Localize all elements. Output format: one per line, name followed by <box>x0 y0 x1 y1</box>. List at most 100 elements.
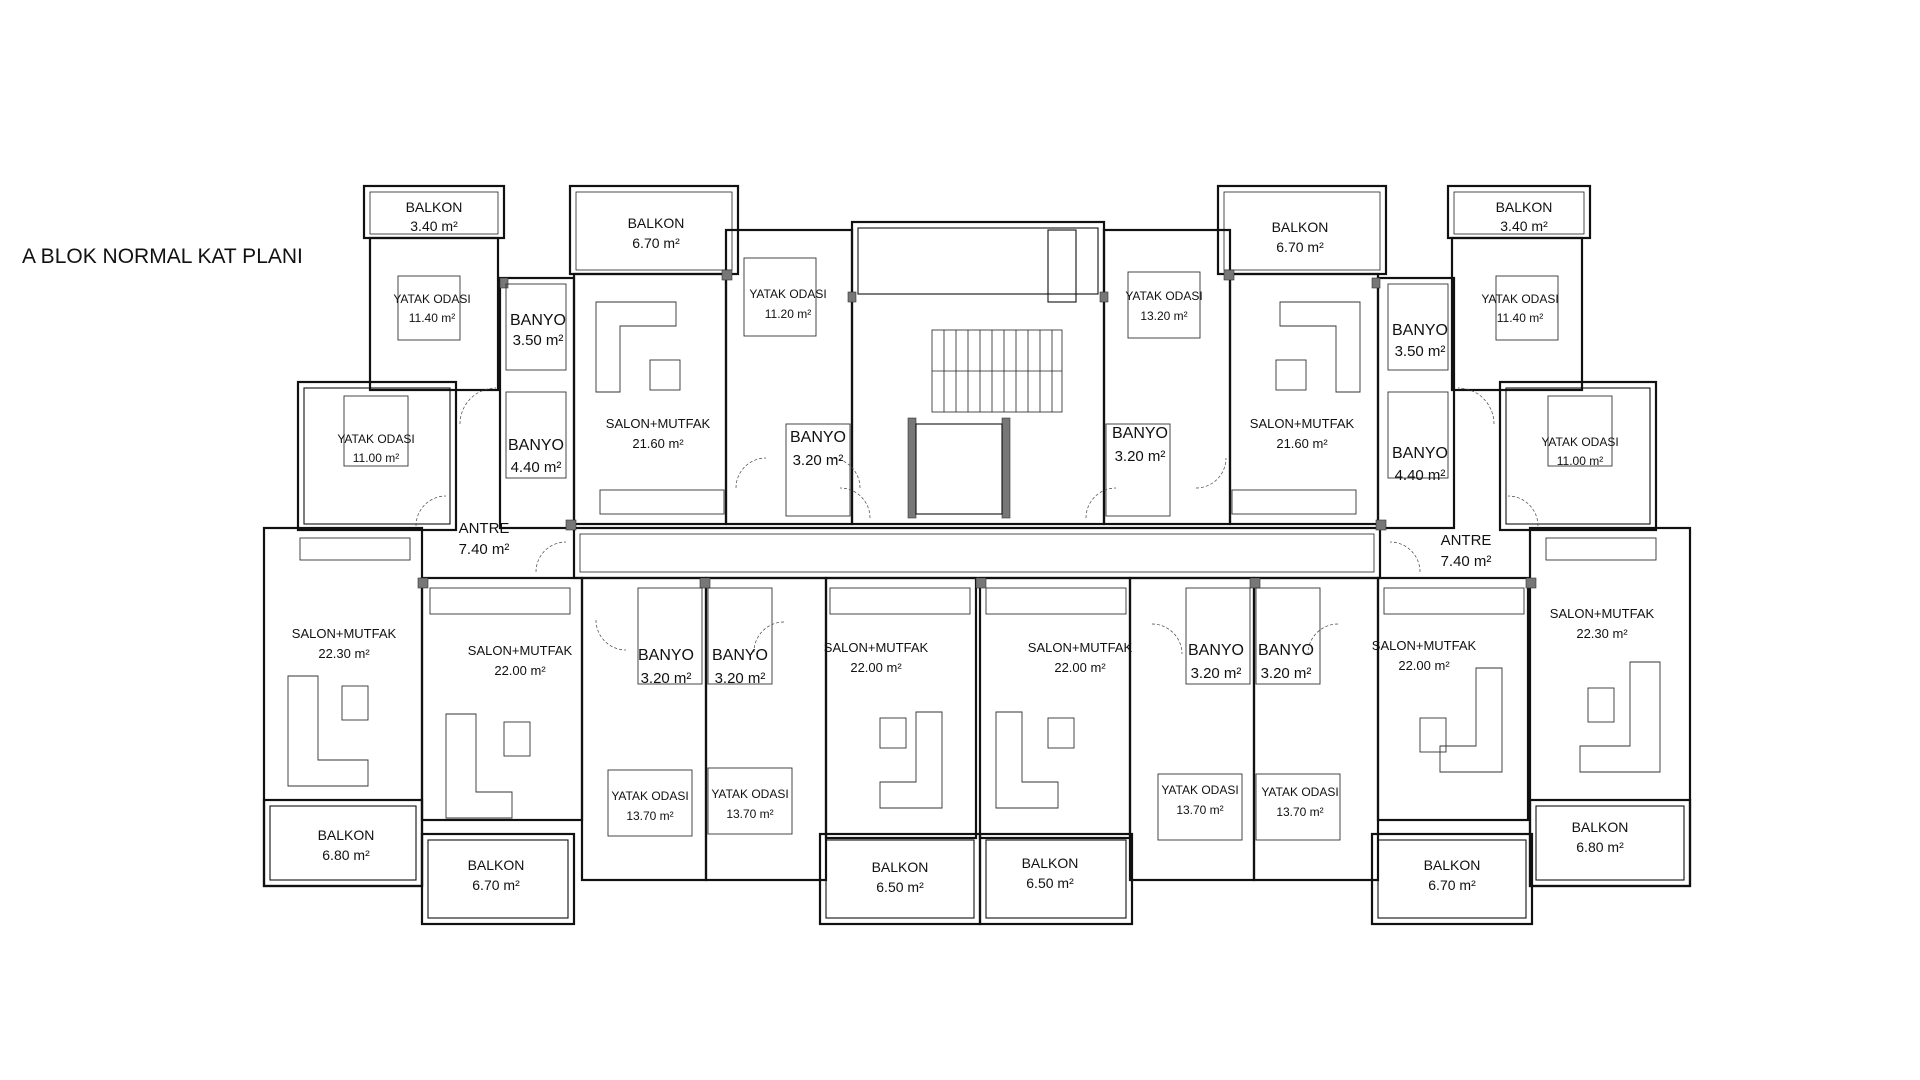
room-yatak-odasi: YATAK ODASI 11.00 m² <box>1541 435 1618 468</box>
room-yatak-odasi: YATAK ODASI 13.20 m² <box>1125 289 1202 323</box>
svg-text:3.40 m²: 3.40 m² <box>1500 218 1548 234</box>
svg-text:ANTRE: ANTRE <box>1441 532 1492 549</box>
svg-text:7.40 m²: 7.40 m² <box>459 541 510 558</box>
svg-text:ANTRE: ANTRE <box>459 520 510 537</box>
room-labels: BALKON 3.40 m² BALKON 6.70 m² BALKON 6.70 m… <box>292 199 1655 895</box>
svg-text:3.40 m²: 3.40 m² <box>410 218 458 234</box>
svg-text:YATAK ODASI: YATAK ODASI <box>1161 783 1238 797</box>
svg-text:YATAK ODASI: YATAK ODASI <box>337 432 414 446</box>
svg-text:22.00 m²: 22.00 m² <box>850 660 902 675</box>
svg-text:BANYO: BANYO <box>790 429 846 446</box>
svg-text:22.30 m²: 22.30 m² <box>318 646 370 661</box>
room-salon-mutfak: SALON+MUTFAK 22.00 m² <box>1372 638 1477 673</box>
svg-text:6.80 m²: 6.80 m² <box>322 847 370 863</box>
svg-text:BANYO: BANYO <box>712 647 768 664</box>
svg-text:13.20 m²: 13.20 m² <box>1140 309 1187 323</box>
svg-text:YATAK ODASI: YATAK ODASI <box>1261 785 1338 799</box>
svg-text:SALON+MUTFAK: SALON+MUTFAK <box>1250 416 1355 431</box>
svg-text:6.70 m²: 6.70 m² <box>1276 239 1324 255</box>
room-salon-mutfak: SALON+MUTFAK 21.60 m² <box>1250 416 1355 451</box>
svg-text:22.30 m²: 22.30 m² <box>1576 626 1628 641</box>
svg-text:13.70 m²: 13.70 m² <box>626 809 673 823</box>
svg-text:13.70 m²: 13.70 m² <box>1176 803 1223 817</box>
svg-text:4.40 m²: 4.40 m² <box>1395 467 1446 484</box>
svg-text:11.20 m²: 11.20 m² <box>765 307 811 321</box>
svg-text:YATAK ODASI: YATAK ODASI <box>1125 289 1202 303</box>
svg-text:BALKON: BALKON <box>872 859 929 875</box>
svg-text:BALKON: BALKON <box>1022 855 1079 871</box>
svg-text:22.00 m²: 22.00 m² <box>494 663 546 678</box>
svg-text:SALON+MUTFAK: SALON+MUTFAK <box>1372 638 1477 653</box>
svg-text:22.00 m²: 22.00 m² <box>1054 660 1106 675</box>
door-swings <box>415 387 1539 655</box>
room-salon-mutfak: SALON+MUTFAK 21.60 m² <box>606 416 711 451</box>
svg-text:3.20 m²: 3.20 m² <box>715 670 766 687</box>
room-salon-mutfak: SALON+MUTFAK 22.00 m² <box>824 640 929 675</box>
room-banyo: BANYO 3.20 m² <box>1258 642 1314 682</box>
staircase <box>915 229 1077 515</box>
svg-text:SALON+MUTFAK: SALON+MUTFAK <box>606 416 711 431</box>
svg-text:BALKON: BALKON <box>1272 219 1329 235</box>
svg-text:BANYO: BANYO <box>1188 642 1244 659</box>
svg-text:BANYO: BANYO <box>1392 322 1448 339</box>
room-yatak-odasi: YATAK ODASI 13.70 m² <box>711 787 788 821</box>
structural-columns <box>417 269 1537 589</box>
svg-text:11.00 m²: 11.00 m² <box>353 451 399 465</box>
svg-text:YATAK ODASI: YATAK ODASI <box>611 789 688 803</box>
svg-text:6.80 m²: 6.80 m² <box>1576 839 1624 855</box>
svg-text:21.60 m²: 21.60 m² <box>632 436 684 451</box>
svg-text:11.40 m²: 11.40 m² <box>1497 311 1543 325</box>
svg-text:YATAK ODASI: YATAK ODASI <box>711 787 788 801</box>
svg-text:BALKON: BALKON <box>1572 819 1629 835</box>
svg-text:BANYO: BANYO <box>510 312 566 329</box>
svg-text:BALKON: BALKON <box>1424 857 1481 873</box>
svg-text:SALON+MUTFAK: SALON+MUTFAK <box>292 626 397 641</box>
plan-title: A BLOK NORMAL KAT PLANI <box>22 245 303 268</box>
room-yatak-odasi: YATAK ODASI 13.70 m² <box>1261 785 1338 819</box>
svg-text:BANYO: BANYO <box>1392 445 1448 462</box>
svg-text:YATAK ODASI: YATAK ODASI <box>1541 435 1618 449</box>
svg-text:BALKON: BALKON <box>318 827 375 843</box>
room-yatak-odasi: YATAK ODASI 13.70 m² <box>1161 783 1238 817</box>
svg-text:21.60 m²: 21.60 m² <box>1276 436 1328 451</box>
room-banyo: BANYO 3.20 m² <box>712 647 768 687</box>
svg-text:6.70 m²: 6.70 m² <box>472 877 520 893</box>
room-balkon: BALKON 6.70 m² <box>628 215 685 251</box>
svg-text:YATAK ODASI: YATAK ODASI <box>1481 292 1558 306</box>
svg-text:YATAK ODASI: YATAK ODASI <box>393 292 470 306</box>
room-banyo: BANYO 3.20 m² <box>1188 642 1244 682</box>
svg-text:BANYO: BANYO <box>1258 642 1314 659</box>
room-salon-mutfak: SALON+MUTFAK 22.00 m² <box>468 643 573 678</box>
svg-text:6.50 m²: 6.50 m² <box>1026 875 1074 891</box>
svg-text:13.70 m²: 13.70 m² <box>726 807 773 821</box>
svg-text:BALKON: BALKON <box>628 215 685 231</box>
svg-text:3.20 m²: 3.20 m² <box>1261 665 1312 682</box>
svg-text:6.70 m²: 6.70 m² <box>632 235 680 251</box>
room-antre: ANTRE 7.40 m² <box>459 520 510 558</box>
svg-text:SALON+MUTFAK: SALON+MUTFAK <box>468 643 573 658</box>
svg-text:7.40 m²: 7.40 m² <box>1441 553 1492 570</box>
svg-text:3.20 m²: 3.20 m² <box>641 670 692 687</box>
room-balkon: BALKON 6.80 m² <box>1572 819 1629 855</box>
svg-text:SALON+MUTFAK: SALON+MUTFAK <box>824 640 929 655</box>
furniture <box>287 257 1661 841</box>
room-yatak-odasi: YATAK ODASI 13.70 m² <box>611 789 688 823</box>
svg-text:6.70 m²: 6.70 m² <box>1428 877 1476 893</box>
room-yatak-odasi: YATAK ODASI 11.00 m² <box>337 432 414 465</box>
svg-text:3.20 m²: 3.20 m² <box>1191 665 1242 682</box>
room-yatak-odasi: YATAK ODASI 11.40 m² <box>1481 292 1558 325</box>
svg-text:22.00 m²: 22.00 m² <box>1398 658 1450 673</box>
svg-text:11.00 m²: 11.00 m² <box>1557 454 1603 468</box>
svg-text:13.70 m²: 13.70 m² <box>1276 805 1323 819</box>
room-antre: ANTRE 7.40 m² <box>1441 532 1492 570</box>
